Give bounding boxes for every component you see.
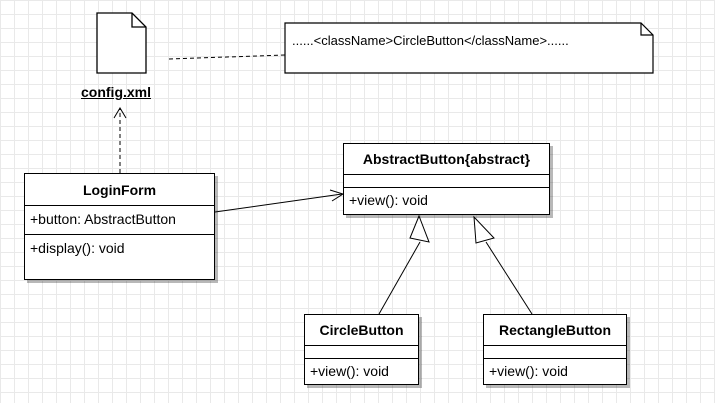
class-operations: +view(): void — [305, 359, 418, 381]
class-operation: +view(): void — [349, 192, 428, 208]
class-operation: +view(): void — [489, 363, 568, 379]
class-circle-button: CircleButton +view(): void — [304, 314, 419, 385]
class-name: AbstractButton{abstract} — [344, 144, 549, 175]
class-operations: +view(): void — [344, 188, 549, 210]
dependency-arrow — [113, 107, 127, 173]
class-abstract-button: AbstractButton{abstract} +view(): void — [343, 143, 550, 215]
class-login-form: LoginForm +button: AbstractButton +displ… — [24, 173, 215, 280]
class-name: RectangleButton — [484, 315, 626, 346]
class-name: CircleButton — [305, 315, 418, 346]
class-name: LoginForm — [25, 174, 214, 206]
note-shape — [284, 22, 654, 74]
class-attributes — [484, 346, 626, 359]
class-attributes — [305, 346, 418, 359]
note-link-line — [168, 54, 286, 60]
class-attributes — [344, 175, 549, 188]
generalization-arrow-circle — [378, 214, 430, 315]
class-operations: +display(): void — [25, 235, 214, 258]
file-icon — [96, 12, 147, 74]
class-operations: +view(): void — [484, 359, 626, 381]
association-arrow — [214, 189, 345, 213]
class-operation: +view(): void — [310, 363, 389, 379]
class-attributes: +button: AbstractButton — [25, 206, 214, 235]
class-attribute: +button: AbstractButton — [30, 211, 176, 227]
class-rectangle-button: RectangleButton +view(): void — [483, 314, 627, 385]
config-file-label: config.xml — [81, 84, 152, 100]
class-operation: +display(): void — [30, 240, 125, 256]
note-text: ......<className>CircleButton</className… — [292, 33, 569, 48]
generalization-arrow-rectangle — [473, 215, 533, 315]
